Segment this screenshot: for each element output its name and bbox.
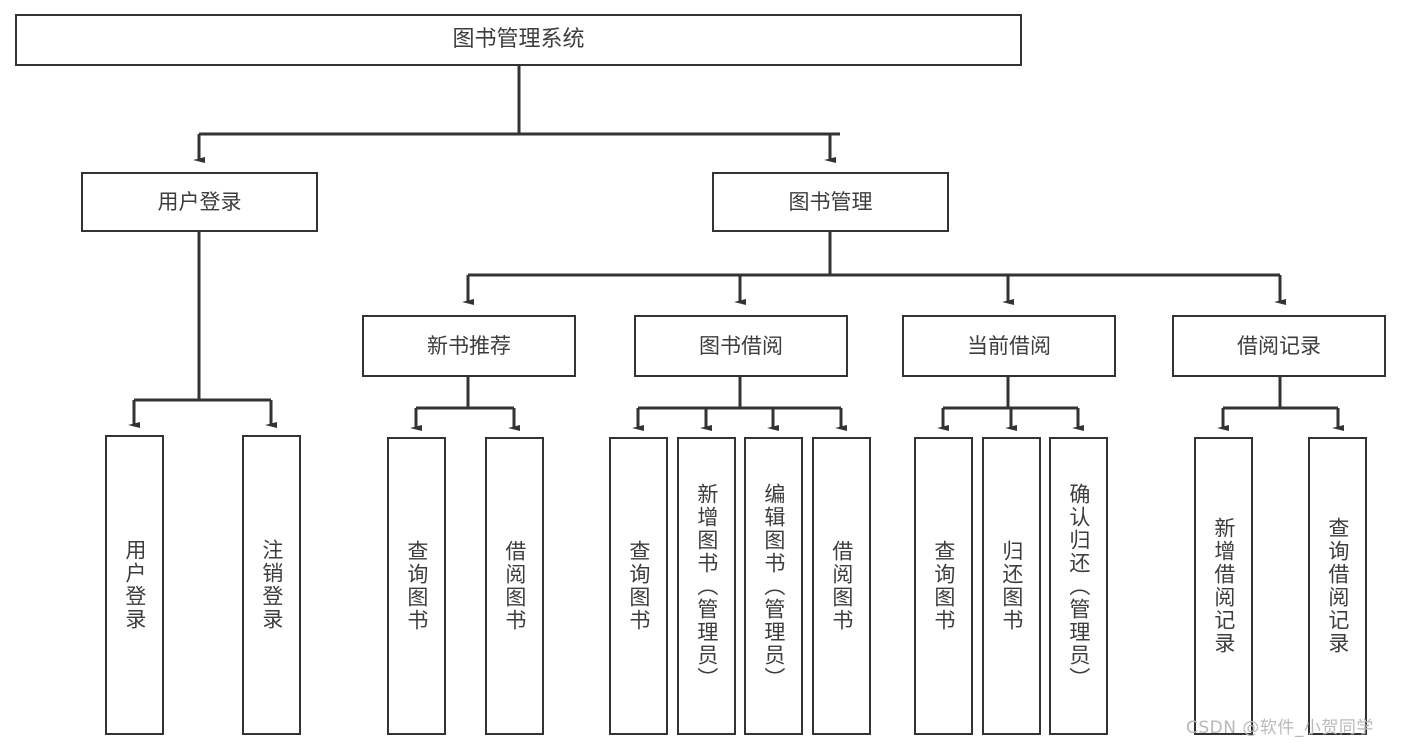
- node-leaf-borrow-book-2[interactable]: 借阅图书: [812, 437, 871, 735]
- node-leaf-user-login[interactable]: 用户登录: [105, 435, 164, 735]
- node-book-manage[interactable]: 图书管理: [712, 172, 949, 232]
- node-leaf-confirm-return[interactable]: 确认归还（管理员）: [1049, 437, 1108, 735]
- node-leaf-logout[interactable]: 注销登录: [242, 435, 301, 735]
- node-leaf-query-book-1[interactable]: 查询图书: [387, 437, 446, 735]
- node-leaf-query-book-3[interactable]: 查询图书: [914, 437, 973, 735]
- node-new-book-rec[interactable]: 新书推荐: [362, 315, 576, 377]
- node-leaf-add-book[interactable]: 新增图书（管理员）: [677, 437, 736, 735]
- node-borrow-record[interactable]: 借阅记录: [1172, 315, 1386, 377]
- node-leaf-borrow-book-1[interactable]: 借阅图书: [485, 437, 544, 735]
- node-leaf-query-book-2[interactable]: 查询图书: [609, 437, 668, 735]
- node-root[interactable]: 图书管理系统: [15, 14, 1022, 66]
- node-user-login[interactable]: 用户登录: [81, 172, 318, 232]
- csdn-watermark: CSDN @软件_小贺同学: [1186, 718, 1374, 738]
- node-leaf-return-book[interactable]: 归还图书: [982, 437, 1041, 735]
- node-book-borrow[interactable]: 图书借阅: [634, 315, 848, 377]
- node-leaf-add-record[interactable]: 新增借阅记录: [1194, 437, 1253, 735]
- node-leaf-edit-book[interactable]: 编辑图书（管理员）: [744, 437, 803, 735]
- node-current-borrow[interactable]: 当前借阅: [902, 315, 1116, 377]
- node-leaf-query-record[interactable]: 查询借阅记录: [1308, 437, 1367, 735]
